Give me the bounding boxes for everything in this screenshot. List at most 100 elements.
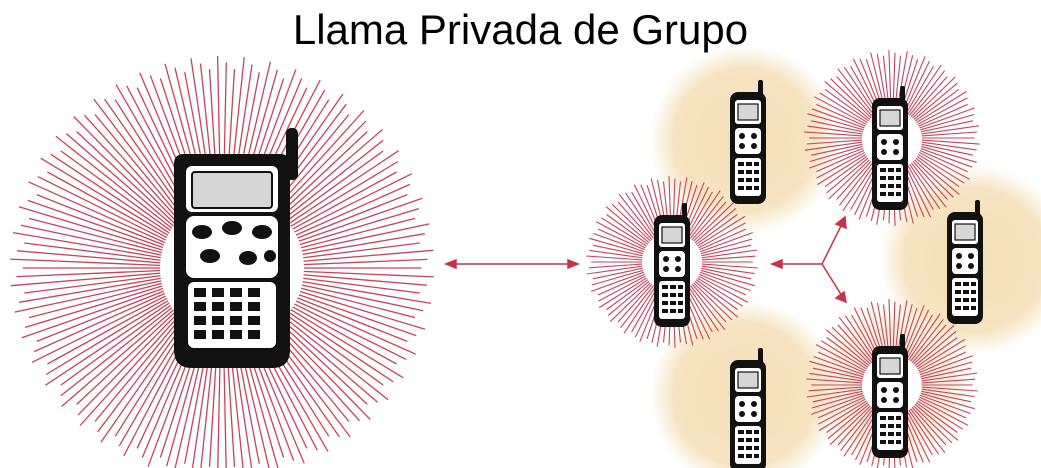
signal-ray	[274, 296, 397, 365]
signal-ray	[18, 206, 165, 252]
signal-ray	[696, 232, 753, 254]
signal-ray	[904, 407, 933, 456]
signal-ray	[617, 201, 656, 244]
signal-ray	[76, 131, 179, 228]
signal-ray	[824, 88, 872, 124]
signal-ray	[913, 90, 967, 125]
caller-phone-icon	[173, 127, 299, 369]
signal-ray	[280, 279, 424, 312]
signal-ray	[586, 255, 647, 261]
signal-ray	[915, 148, 968, 173]
signal-ray	[806, 139, 867, 145]
signal-ray	[21, 287, 166, 339]
signal-ray	[692, 214, 738, 248]
signal-ray	[686, 283, 720, 332]
signal-ray	[274, 171, 397, 240]
signal-ray	[917, 139, 980, 145]
signal-ray	[623, 283, 658, 334]
signal-ray	[806, 388, 867, 398]
signal-ray	[697, 265, 755, 275]
signal-ray	[589, 237, 648, 256]
signal-ray	[588, 263, 647, 269]
signal-ray	[276, 183, 411, 245]
signal-ray	[829, 402, 874, 446]
signal-ray	[606, 276, 652, 310]
signal-ray	[277, 289, 408, 343]
signal-ray	[272, 160, 399, 238]
signal-ray	[36, 193, 167, 247]
signal-ray	[277, 193, 408, 247]
signal-ray	[811, 108, 868, 130]
signal-ray	[916, 355, 973, 377]
signal-ray	[804, 141, 867, 151]
signal-ray	[838, 158, 877, 206]
signal-ray	[94, 313, 185, 422]
signal-ray	[73, 116, 181, 226]
signal-ray	[697, 266, 752, 280]
signal-ray	[617, 280, 656, 323]
signal-ray	[609, 279, 654, 323]
signal-ray	[910, 76, 956, 121]
signal-ray	[916, 144, 977, 163]
signal-ray	[916, 361, 973, 379]
signal-ray	[606, 214, 652, 248]
signal-ray	[24, 284, 165, 329]
signal-ray	[912, 337, 958, 371]
signal-ray	[37, 176, 169, 242]
signal-ray	[27, 199, 166, 249]
signal-ray	[912, 399, 958, 433]
signal-ray	[281, 277, 432, 305]
signal-ray	[690, 201, 735, 245]
signal-ray	[806, 378, 867, 384]
signal-ray	[47, 296, 170, 365]
signal-ray	[826, 399, 872, 433]
signal-ray	[45, 298, 172, 376]
signal-ray	[843, 406, 878, 457]
signal-ray	[688, 280, 727, 323]
signal-ray	[47, 171, 170, 240]
signal-ray	[816, 148, 869, 173]
signal-ray	[840, 405, 877, 452]
signal-ray	[620, 282, 657, 329]
signal-ray	[28, 181, 168, 245]
signal-ray	[904, 66, 934, 116]
signal-ray	[279, 284, 426, 330]
signal-ray	[913, 151, 965, 184]
signal-ray	[50, 153, 173, 236]
signal-ray	[818, 398, 871, 432]
signal-ray	[694, 273, 749, 303]
signal-ray	[814, 96, 870, 127]
signal-ray	[686, 190, 721, 241]
signal-ray	[912, 88, 960, 124]
signal-ray	[591, 270, 648, 292]
signal-ray	[908, 403, 947, 446]
signal-ray	[907, 158, 947, 208]
signal-ray	[97, 315, 187, 433]
signal-ray	[271, 300, 394, 383]
signal-ray	[19, 277, 163, 303]
group-member-phone-icon	[871, 85, 909, 211]
signal-ray	[913, 338, 966, 372]
signal-ray	[811, 393, 868, 415]
signal-ray	[914, 396, 969, 426]
signal-ray	[809, 146, 868, 169]
signal-ray	[904, 160, 934, 210]
signal-ray	[605, 206, 653, 246]
signal-ray	[697, 244, 752, 258]
signal-ray	[83, 114, 183, 224]
signal-ray	[911, 330, 957, 369]
signal-ray	[598, 273, 650, 302]
signal-ray	[94, 114, 185, 223]
signal-ray	[28, 282, 165, 319]
signal-ray	[60, 304, 176, 397]
signal-ray	[598, 275, 651, 309]
signal-ray	[910, 324, 955, 368]
signal-ray	[279, 217, 416, 254]
signal-ray	[917, 388, 975, 398]
signal-ray	[917, 142, 974, 156]
signal-ray	[281, 274, 420, 294]
signal-ray	[913, 398, 963, 430]
signal-ray	[838, 316, 877, 365]
signal-ray	[45, 300, 173, 386]
signal-ray	[61, 306, 178, 407]
